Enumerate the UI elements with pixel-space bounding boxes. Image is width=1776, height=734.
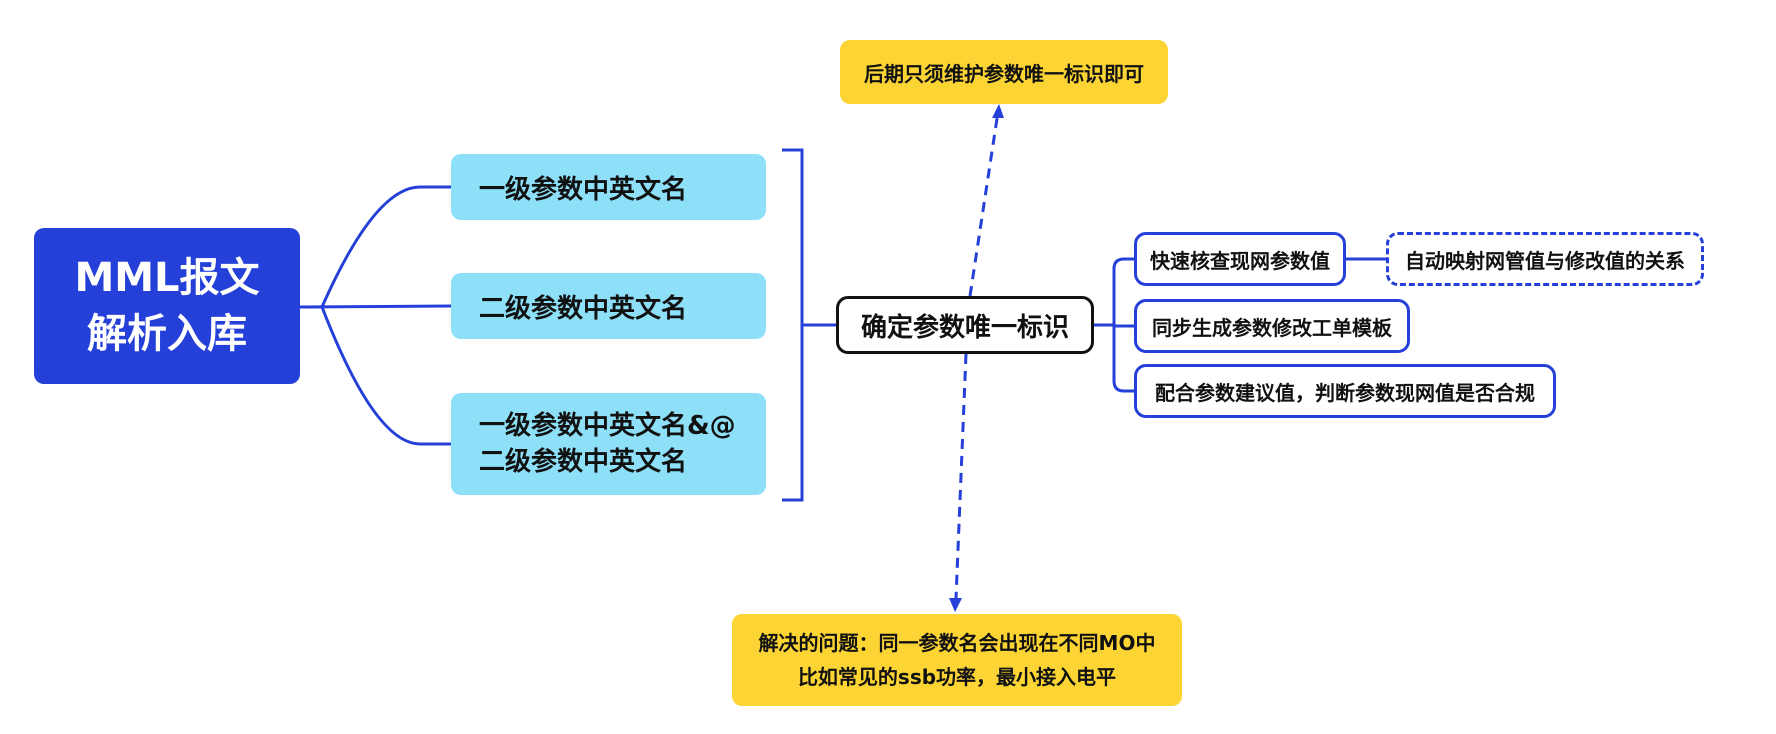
level1-node-2[interactable]: 二级参数中英文名 xyxy=(451,273,766,339)
group-bracket xyxy=(782,148,804,502)
right-sub-node[interactable]: 自动映射网管值与修改值的关系 xyxy=(1386,232,1704,286)
level1-node-3[interactable]: 一级参数中英文名&@ 二级参数中英文名 xyxy=(451,393,766,495)
arrow-to-top-note xyxy=(968,111,1000,297)
root-branch-2 xyxy=(299,304,452,309)
arrow-head-bottom xyxy=(949,598,962,612)
level1-node-1-label: 一级参数中英文名 xyxy=(479,174,688,205)
right-item-3[interactable]: 配合参数建议值，判断参数现网值是否合规 xyxy=(1134,364,1556,418)
arrow-to-bottom-note xyxy=(954,353,968,599)
root-line-2: 解析入库 xyxy=(87,311,247,357)
root-branch-1 xyxy=(300,185,451,309)
level1-node-1[interactable]: 一级参数中英文名 xyxy=(451,154,766,220)
top-note[interactable]: 后期只须维护参数唯一标识即可 xyxy=(840,40,1168,104)
arrow-head-top xyxy=(992,104,1004,118)
root-line-1: MML报文 xyxy=(74,255,260,301)
right-item-1-label: 快速核查现网参数值 xyxy=(1150,248,1330,273)
bottom-note[interactable]: 解决的问题：同一参数名会出现在不同MO中 比如常见的ssb功率，最小接入电平 xyxy=(732,614,1182,706)
bottom-note-line-1: 解决的问题：同一参数名会出现在不同MO中 xyxy=(758,631,1156,655)
center-node[interactable]: 确定参数唯一标识 xyxy=(836,296,1094,354)
right-item-3-label: 配合参数建议值，判断参数现网值是否合规 xyxy=(1155,380,1535,405)
level1-node-3-line-1: 一级参数中英文名&@ xyxy=(479,411,736,441)
center-node-label: 确定参数唯一标识 xyxy=(860,312,1069,343)
level1-node-3-line-2: 二级参数中英文名 xyxy=(479,447,688,477)
right-item-1[interactable]: 快速核查现网参数值 xyxy=(1134,232,1346,286)
root-node[interactable]: MML报文 解析入库 xyxy=(34,228,300,384)
right-bracket xyxy=(1112,257,1134,393)
level1-node-2-label: 二级参数中英文名 xyxy=(479,293,688,324)
right-item-2-label: 同步生成参数修改工单模板 xyxy=(1152,315,1392,340)
right-sub-node-label: 自动映射网管值与修改值的关系 xyxy=(1405,248,1685,273)
top-note-label: 后期只须维护参数唯一标识即可 xyxy=(864,61,1144,86)
right-item-2[interactable]: 同步生成参数修改工单模板 xyxy=(1134,299,1410,353)
root-branch-3 xyxy=(320,306,451,446)
bottom-note-line-2: 比如常见的ssb功率，最小接入电平 xyxy=(797,665,1117,689)
